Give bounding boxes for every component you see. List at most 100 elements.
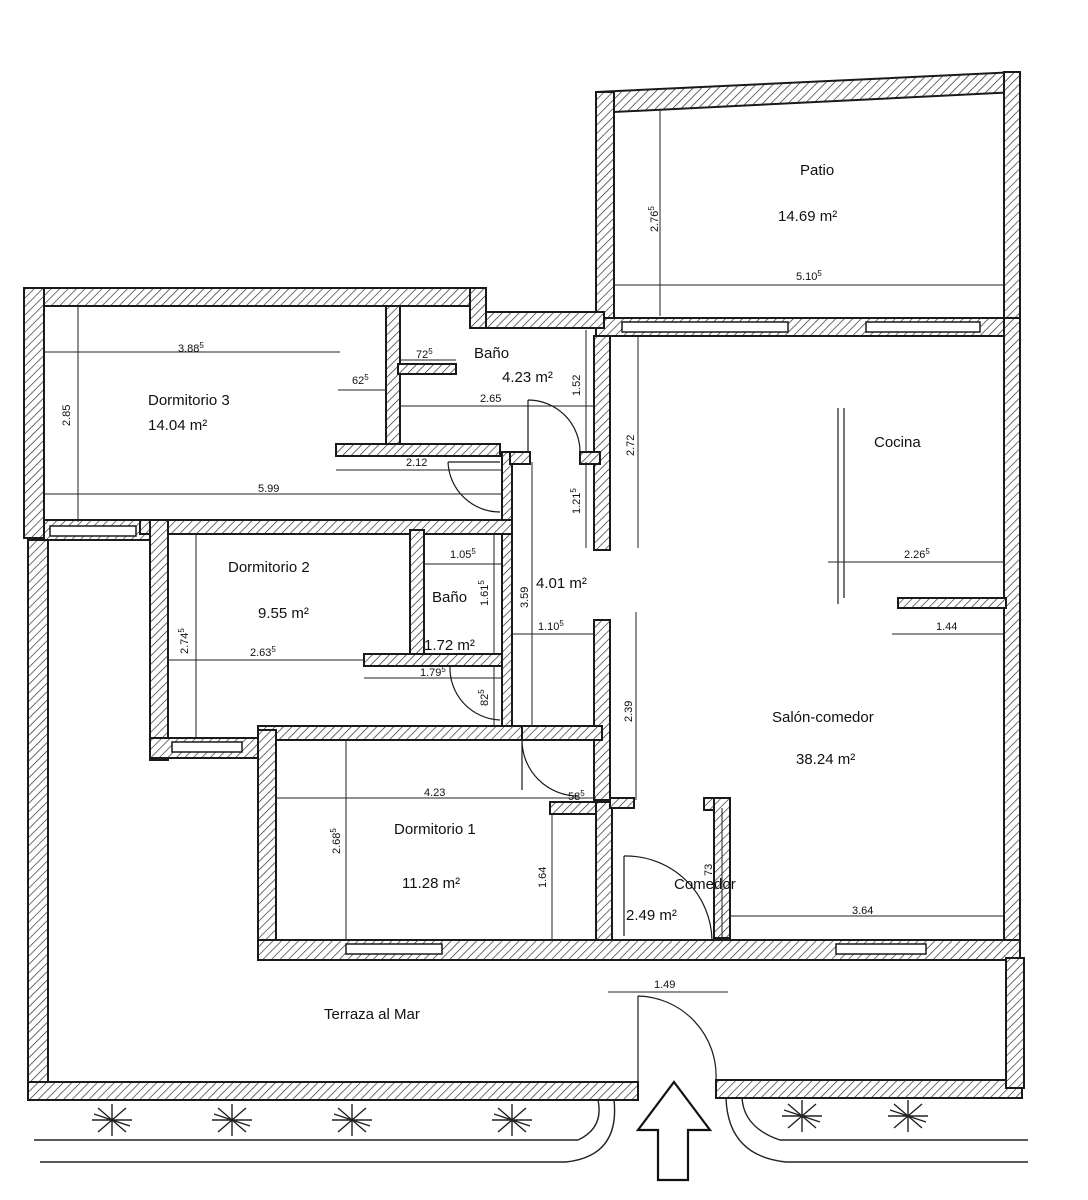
wall-dorm3-south	[335, 443, 501, 457]
wall-west-terraza	[27, 539, 49, 1101]
wall-corridor-stub2	[579, 451, 601, 465]
wall-north-dorm3	[23, 287, 487, 307]
dim-label: 1.105	[538, 619, 564, 633]
entrance-arrow-icon	[635, 1080, 713, 1182]
wall-north-bano	[469, 311, 605, 329]
wall-bano2-west	[409, 529, 425, 659]
room-name-salon: Salón-comedor	[772, 709, 874, 726]
room-name-patio: Patio	[800, 162, 834, 179]
doors	[447, 399, 845, 1082]
dim-label: 5.99	[258, 483, 279, 495]
wall-terrace-south-east	[715, 1079, 1023, 1099]
window-patio-2	[865, 321, 981, 333]
plant-icon	[888, 1100, 928, 1132]
door-dorm3	[447, 461, 501, 513]
dim-label: 2.745	[177, 628, 191, 654]
dim-label: 2.12	[406, 457, 427, 469]
room-labels: Patio 14.69 m² Cocina Salón-comedor 38.2…	[148, 162, 921, 1023]
dim-label: 2.265	[904, 547, 930, 561]
room-area-comedor: 2.49 m²	[626, 907, 677, 924]
room-area-pasillo: 4.01 m²	[536, 575, 587, 592]
room-name-cocina: Cocina	[874, 434, 921, 451]
wall-east	[1003, 317, 1021, 959]
dim-label: 1.795	[420, 665, 446, 679]
plant-icon	[92, 1104, 132, 1136]
wall-comedor-north	[609, 797, 635, 809]
room-name-comedor: Comedor	[674, 876, 736, 893]
dim-label: 2.685	[329, 828, 343, 854]
wall-dorm1-east	[595, 801, 613, 959]
wall-dorm2-west	[149, 519, 169, 761]
plant-icon	[332, 1104, 372, 1136]
room-name-dorm2: Dormitorio 2	[228, 559, 310, 576]
wall-patio-left	[595, 91, 615, 333]
room-name-dorm1: Dormitorio 1	[394, 821, 476, 838]
window-dorm2	[171, 741, 243, 753]
wall-dorm1-east-stub	[549, 801, 601, 815]
room-area-salon: 38.24 m²	[796, 751, 855, 768]
door-dorm1	[521, 739, 579, 797]
wall-dorm1-north	[521, 725, 603, 741]
dim-label: 5.105	[796, 269, 822, 283]
dim-label: 4.23	[424, 787, 445, 799]
dim-label: 1.215	[569, 488, 583, 514]
room-name-dorm3: Dormitorio 3	[148, 392, 230, 409]
path-left-edge2	[40, 1099, 616, 1163]
door-entrance	[637, 995, 717, 1082]
dimension-labels: 2.765 5.105 3.885 725 625 2.85 2.65 1.52…	[61, 206, 957, 991]
room-name-bano2: Baño	[432, 589, 467, 606]
plant-icon	[212, 1104, 252, 1136]
plant-icon	[492, 1104, 532, 1136]
wall-west-dorm3	[23, 287, 45, 539]
wall-south-house	[257, 939, 1021, 961]
window-salon	[835, 943, 927, 955]
dim-label: 2.39	[623, 701, 635, 722]
dim-label: 2.635	[250, 645, 276, 659]
dim-label: 1.44	[936, 621, 957, 633]
dim-label: 2.72	[625, 435, 637, 456]
wall-dorm2-north	[139, 519, 513, 535]
window-dorm1	[345, 943, 443, 955]
wall-corridor-east-top	[593, 335, 611, 551]
wall-kitchen-south	[897, 597, 1007, 609]
wall-north-step	[469, 287, 487, 329]
room-area-dorm2: 9.55 m²	[258, 605, 309, 622]
dim-label: 1.64	[537, 867, 549, 888]
wall-dorm1-west	[257, 729, 277, 961]
dim-label: 1.615	[477, 580, 491, 606]
wall-patio-right	[1003, 71, 1021, 335]
dim-label: 825	[477, 689, 491, 706]
room-name-terraza: Terraza al Mar	[324, 1006, 420, 1023]
wall-dorm2-south2	[257, 725, 523, 741]
dim-label: 2.85	[61, 405, 73, 426]
dim-label: 3.59	[519, 587, 531, 608]
path-right-edge	[741, 1097, 1028, 1141]
path-right-edge2	[725, 1097, 1028, 1163]
wall-patio-top	[595, 70, 1019, 114]
window-patio-1	[621, 321, 789, 333]
room-area-dorm1: 11.28 m²	[402, 875, 460, 892]
windows	[49, 321, 981, 955]
room-area-patio: 14.69 m²	[778, 208, 837, 225]
dim-label: 3.885	[178, 341, 204, 355]
dim-label: 725	[416, 347, 433, 361]
wall-terrace-south-west	[27, 1081, 639, 1101]
dim-label: 585	[568, 789, 585, 803]
wall-terrace-east	[1005, 957, 1025, 1089]
wall-bano-shelf	[397, 363, 457, 375]
room-name-bano1: Baño	[474, 345, 509, 362]
room-area-dorm3: 14.04 m²	[148, 417, 207, 434]
plant-icon	[782, 1100, 822, 1132]
room-area-bano2: 1.72 m²	[424, 637, 475, 654]
garden	[34, 1097, 1028, 1163]
door-comedor	[623, 855, 713, 941]
wall-bano2-south	[363, 653, 503, 667]
dim-label: 3.64	[852, 905, 873, 917]
room-area-bano1: 4.23 m²	[502, 369, 553, 386]
window-dorm3	[49, 525, 137, 537]
dim-label: 1.52	[571, 375, 583, 396]
dim-label: 625	[352, 373, 369, 387]
door-bano1	[527, 399, 581, 453]
dim-label: 73	[703, 864, 715, 876]
wall-corridor-east-mid	[593, 619, 611, 801]
